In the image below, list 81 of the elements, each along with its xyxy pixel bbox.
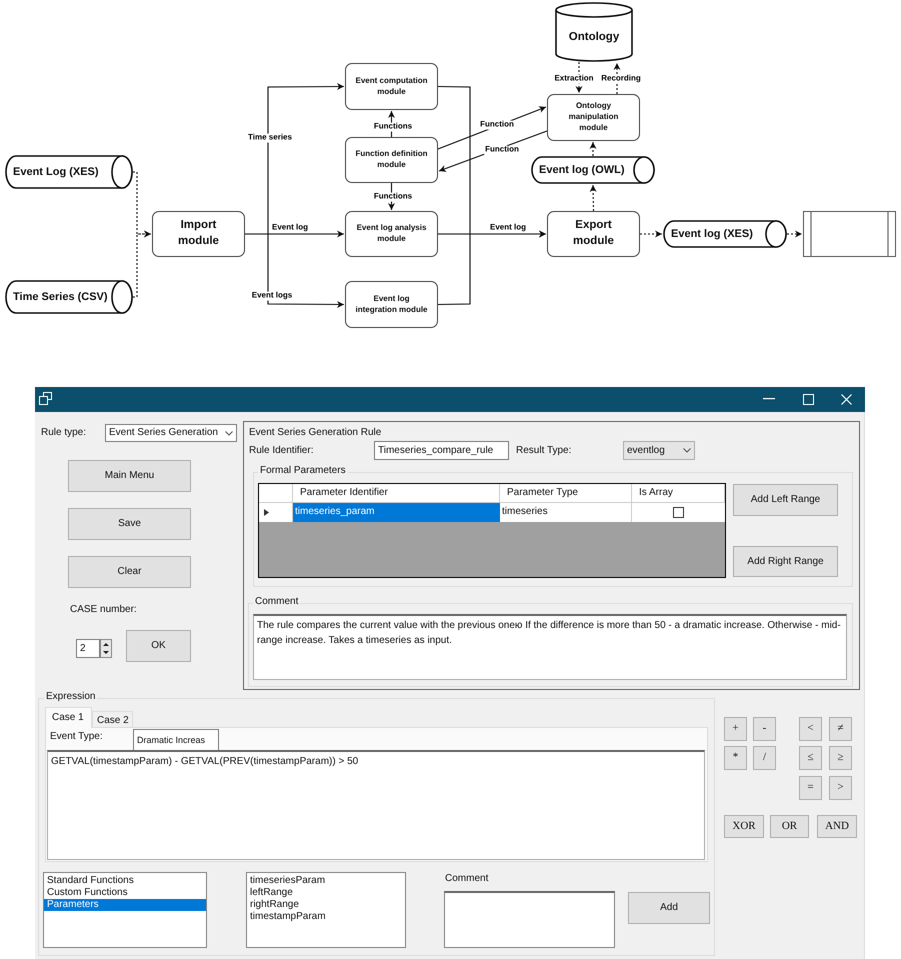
field-label: Rule type:	[41, 427, 86, 439]
operator-button: >	[829, 776, 852, 800]
dashed-arrow	[576, 62, 582, 93]
operator-button: -	[753, 717, 776, 741]
edge-label: Event log	[271, 224, 309, 232]
operator-button: +	[724, 717, 747, 741]
dashed-arrow	[133, 230, 151, 298]
button: OK	[126, 630, 191, 662]
number-field: 2	[76, 639, 100, 658]
column-header: Parameter Identifier	[293, 484, 500, 503]
edge-label: Functions	[372, 122, 414, 132]
comment-field: The rule compares the current value with the previous oneю If the difference is more than 50 - a dramatic increase. Otherwise - mid-range increase. Takes a timeseries as input.	[253, 614, 847, 680]
table-cell: timeseries	[500, 503, 632, 522]
edge-label: Function	[484, 146, 520, 154]
button: Add Left Range	[733, 484, 838, 516]
operator-button: =	[799, 776, 822, 800]
dashed-arrow	[590, 184, 597, 212]
dashed-arrow	[614, 63, 620, 94]
table-cell: timeseries_param	[293, 503, 500, 522]
operator-button: ≥	[829, 746, 852, 770]
dropdown: Event Series Generation	[105, 424, 237, 442]
operator-button: AND	[817, 815, 857, 838]
button: Main Menu	[68, 460, 191, 492]
arrow	[438, 230, 546, 306]
module-box: Ontology manipulation module	[547, 94, 640, 141]
file-cylinder: Event log (OWL)	[531, 156, 655, 184]
process-box	[803, 211, 896, 257]
dashed-arrow	[590, 142, 596, 156]
operator-button: ≠	[829, 717, 852, 741]
module-box: Export module	[547, 211, 640, 257]
module-box: Event computation module	[345, 63, 438, 110]
operator-button: <	[799, 717, 822, 741]
dashed-arrow	[787, 230, 802, 238]
edge-label: Extraction	[553, 74, 595, 84]
database-cylinder: Ontology	[555, 2, 633, 62]
module-box: Function definition module	[345, 137, 438, 183]
edge-label: Functions	[372, 192, 414, 202]
dropdown: eventlog	[623, 441, 695, 460]
column-header: Is Array	[632, 484, 725, 503]
field-label: Result Type:	[516, 445, 572, 457]
button: Clear	[68, 556, 191, 588]
button: Save	[68, 508, 191, 540]
field-label: Rule Identifier:	[249, 445, 314, 457]
text-field: Timeseries_compare_rule	[374, 441, 509, 460]
file-cylinder: Event Log (XES)	[5, 155, 133, 189]
tab: Case 1	[45, 707, 92, 728]
button: Add Right Range	[733, 546, 838, 577]
edge-label: Event log	[489, 224, 527, 232]
column-header: Parameter Type	[500, 484, 632, 503]
expression-field: GETVAL(timestampParam) - GETVAL(PREV(timestampParam)) > 50	[47, 750, 705, 860]
field-label: CASE number:	[70, 604, 137, 616]
arrow	[245, 233, 344, 308]
field-label: Comment	[445, 873, 488, 885]
text-field: Dramatic Increas	[133, 729, 219, 751]
list-item: leftRange	[249, 887, 294, 899]
edge-label: Recording	[600, 74, 642, 84]
list-item: Standard Functions	[46, 875, 135, 887]
list-item: timestampParam	[249, 911, 327, 923]
operator-button: ≤	[799, 746, 822, 770]
operator-button: *	[724, 746, 747, 770]
button: Add	[628, 892, 710, 924]
panel-title: Event Series Generation Rule	[249, 427, 382, 439]
file-cylinder: Time Series (CSV)	[5, 280, 133, 314]
list-item: Custom Functions	[46, 887, 129, 899]
dashed-arrow	[640, 230, 662, 238]
operator-button: /	[753, 746, 776, 770]
edge-label: Time series	[247, 134, 293, 142]
edge-label: Event logs	[250, 292, 294, 300]
list-item: timeseriesParam	[249, 875, 326, 887]
tab: Case 2	[92, 711, 133, 727]
operator-button: OR	[770, 815, 809, 838]
module-box: Event log analysis module	[345, 211, 438, 257]
operator-button: XOR	[724, 815, 764, 838]
edge-label: Function	[479, 120, 515, 130]
module-box: Import module	[152, 211, 245, 257]
group-title: Expression	[44, 691, 98, 703]
module-box: Event log integration module	[345, 281, 438, 328]
list-item: Parameters	[44, 899, 206, 911]
field-label: Event Type:	[50, 731, 103, 743]
list-item: rightRange	[249, 899, 300, 911]
file-cylinder: Event log (XES)	[663, 220, 787, 248]
